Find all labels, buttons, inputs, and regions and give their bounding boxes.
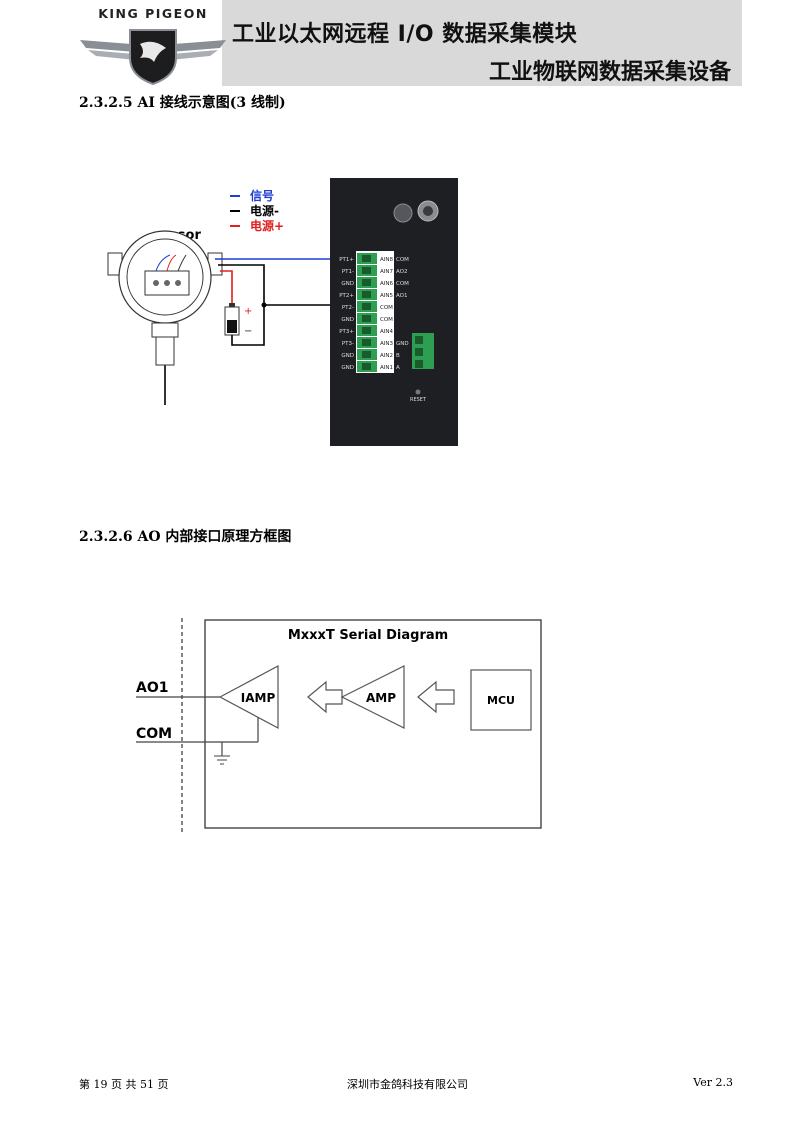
- terminal-left-label: GND: [341, 353, 354, 359]
- terminal-screw: [362, 303, 371, 310]
- terminal-right-label: GND: [396, 341, 409, 347]
- arrow-left-icon: [307, 680, 343, 714]
- terminal-screw: [362, 279, 371, 286]
- header-title-line2: 工业物联网数据采集设备: [488, 60, 731, 85]
- mcu-label: MCU: [487, 694, 515, 707]
- section-heading-ai-wiring: 2.3.2.5 AI 接线示意图(3 线制): [79, 95, 286, 111]
- reset-label: RESET: [410, 397, 427, 403]
- terminal-screw: [362, 339, 371, 346]
- terminal-screw: [362, 291, 371, 298]
- terminal-inner-label: AIN1: [380, 365, 393, 371]
- terminal-inner-label: AIN6: [380, 281, 393, 287]
- terminal-right-label: A: [396, 365, 400, 371]
- pigeon-emblem-icon: [80, 29, 226, 86]
- terminal-left-label: PT2+: [339, 293, 354, 299]
- terminal-left-label: GND: [341, 317, 354, 323]
- battery-minus-label: −: [244, 326, 252, 337]
- terminal-screw: [362, 351, 371, 358]
- mcu-block: [470, 669, 532, 731]
- terminal-left-label: GND: [341, 281, 354, 287]
- terminal-screw: [362, 315, 371, 322]
- header-title-line1: 工业以太网远程 I/O 数据采集模块: [232, 22, 578, 47]
- terminal-left-label: PT3-: [342, 341, 354, 347]
- terminal-inner-label: AIN5: [380, 293, 393, 299]
- wire-legend: 信号 电源- 电源+: [230, 188, 284, 233]
- battery-icon: + −: [224, 303, 252, 337]
- section-heading-ao-block-diagram: 2.3.2.6 AO 内部接口原理方框图: [79, 529, 292, 545]
- module-box: [204, 619, 542, 829]
- terminal-right-label: AO1: [396, 293, 408, 299]
- terminal-right-label: COM: [396, 281, 409, 287]
- label-ao1: AO1: [136, 680, 168, 696]
- logo-text: KING PIGEON: [98, 6, 208, 21]
- terminal-left-label: PT2-: [342, 305, 354, 311]
- diagram-title: MxxxT Serial Diagram: [288, 628, 448, 643]
- iamp-label: IAMP: [241, 691, 276, 705]
- terminal-screw: [362, 327, 371, 334]
- terminal-screw: [362, 363, 371, 370]
- legend-power-negative: 电源-: [250, 203, 279, 218]
- terminal-right-label: B: [396, 353, 400, 359]
- terminal-inner-label: AIN8: [380, 257, 393, 263]
- power-positive-wire: [220, 270, 233, 303]
- header-band: [222, 0, 742, 86]
- legend-power-positive: 电源+: [250, 218, 284, 233]
- terminal-left-label: GND: [341, 365, 354, 371]
- company-name: 深圳市金鸽科技有限公司: [347, 1078, 468, 1091]
- terminal-inner-label: AIN4: [380, 329, 393, 335]
- power-negative-wire: [218, 264, 265, 346]
- battery-plus-label: +: [244, 306, 252, 317]
- page-number: 第 19 页 共 51 页: [79, 1078, 169, 1091]
- terminal-screw: [362, 255, 371, 262]
- ai-wiring-diagram: 信号 电源- 电源+ sensor + −: [107, 178, 458, 446]
- sensor-drawing: sensor: [107, 228, 223, 405]
- iamp-block: [218, 664, 279, 730]
- label-com: COM: [136, 726, 172, 742]
- terminal-inner-label: COM: [380, 305, 393, 311]
- terminal-left-label: PT3+: [339, 329, 354, 335]
- terminal-right-label: COM: [396, 257, 409, 263]
- version-label: Ver 2.3: [693, 1076, 733, 1089]
- terminal-screw: [362, 267, 371, 274]
- terminal-right-label: AO2: [396, 269, 408, 275]
- ao-block-diagram: MxxxT Serial Diagram AO1 COM IAMP AMP MC…: [136, 618, 542, 832]
- terminal-inner-label: AIN2: [380, 353, 393, 359]
- amp-label: AMP: [366, 691, 396, 705]
- terminal-left-label: PT1+: [339, 257, 354, 263]
- arrow-left-icon: [417, 680, 455, 714]
- terminal-inner-label: COM: [380, 317, 393, 323]
- company-logo: KING PIGEON: [78, 6, 228, 86]
- legend-signal: 信号: [250, 188, 274, 203]
- terminal-inner-label: AIN7: [380, 269, 393, 275]
- terminal-inner-label: AIN3: [380, 341, 393, 347]
- amp-block: [340, 665, 405, 729]
- terminal-left-label: PT1-: [342, 269, 354, 275]
